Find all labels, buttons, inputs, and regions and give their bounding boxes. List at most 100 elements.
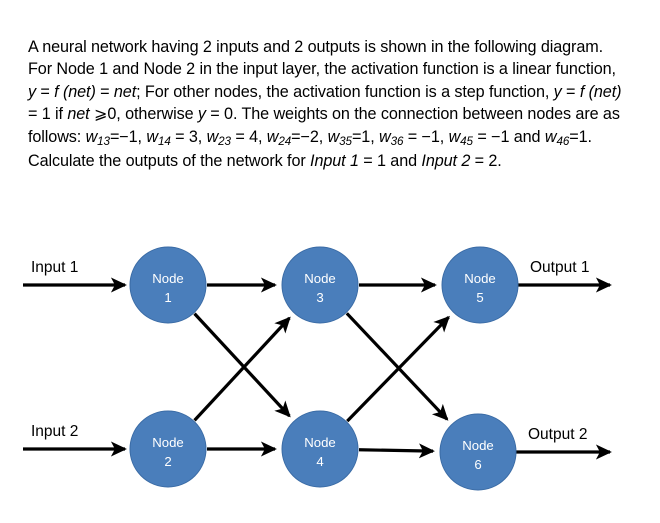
weight-symbol: w bbox=[379, 127, 391, 146]
weight-symbol: w bbox=[327, 127, 340, 146]
node-2-word: Node bbox=[152, 435, 184, 450]
var-y-2: y bbox=[553, 82, 562, 101]
edge-4-to-6 bbox=[358, 443, 435, 459]
edge-1-to-4 bbox=[193, 312, 291, 418]
eq-1: = bbox=[36, 82, 55, 101]
node-2-circle bbox=[129, 410, 207, 488]
weight-value: = 3, bbox=[170, 127, 203, 146]
weight-symbol: w bbox=[448, 127, 461, 146]
var-net-1: (net) bbox=[58, 82, 96, 101]
input-2-ref: Input 2 bbox=[421, 152, 471, 171]
edges-layer bbox=[193, 277, 450, 459]
weight-value: =1. bbox=[569, 127, 592, 146]
io-labels-layer: Input 1 Input 2 Output 1 Output 2 bbox=[31, 259, 589, 443]
input-1-ref: Input 1 bbox=[310, 152, 359, 171]
output-1-label: Output 1 bbox=[530, 259, 589, 276]
var-net-2: net bbox=[113, 82, 137, 101]
weight-term: w23 = 4, bbox=[206, 127, 263, 149]
node-4-word: Node bbox=[304, 435, 336, 450]
node-2-number: 2 bbox=[164, 454, 171, 469]
problem-line-5-text: otherwise bbox=[125, 105, 198, 124]
node-6[interactable]: Node 6 bbox=[439, 413, 517, 491]
node-4-number: 4 bbox=[316, 454, 323, 469]
output-2-label: Output 2 bbox=[528, 426, 587, 443]
edge-4-to-5 bbox=[346, 315, 450, 423]
var-y-3: y bbox=[197, 105, 206, 124]
node-3-circle bbox=[281, 246, 359, 324]
problem-line-5-tail: = 0. The weights on the connection betwe… bbox=[205, 105, 620, 124]
node-1-number: 1 bbox=[164, 290, 171, 305]
problem-line-1: A neural network having 2 inputs and 2 o… bbox=[28, 38, 470, 56]
input-2-label: Input 2 bbox=[31, 423, 78, 440]
problem-line-2: following diagram. For Node 1 and Node 2… bbox=[28, 38, 604, 79]
weight-subscript: 24 bbox=[278, 135, 292, 149]
problem-line-3-text: activation function is a linear function… bbox=[350, 60, 616, 79]
eq-4: = 1 if bbox=[28, 105, 68, 124]
problem-statement: A neural network having 2 inputs and 2 o… bbox=[28, 36, 628, 172]
input-1-label: Input 1 bbox=[31, 259, 78, 276]
weight-subscript: 45 bbox=[460, 135, 473, 149]
weight-value: =−2, bbox=[291, 127, 324, 146]
node-1-circle bbox=[129, 246, 207, 324]
weights-prefix: follows: bbox=[28, 127, 86, 146]
node-1[interactable]: Node 1 bbox=[129, 246, 207, 324]
problem-line-8: 2. bbox=[488, 152, 502, 171]
var-f-2: f bbox=[579, 82, 585, 101]
weight-value: =−1, bbox=[109, 127, 142, 146]
weight-subscript: 13 bbox=[97, 135, 110, 149]
weight-subscript: 46 bbox=[556, 135, 570, 149]
node-3-number: 3 bbox=[316, 290, 323, 305]
problem-line-7-mid: = 1 and bbox=[358, 152, 422, 171]
io-arrows-layer bbox=[23, 277, 612, 460]
node-6-circle bbox=[439, 413, 517, 491]
problem-line-7-tail: Calculate the outputs of the network for bbox=[28, 152, 311, 171]
weight-value: =1, bbox=[351, 127, 375, 146]
node-4-circle bbox=[281, 410, 359, 488]
weight-term: w14 = 3, bbox=[146, 127, 203, 149]
weight-subscript: 23 bbox=[218, 135, 231, 149]
node-6-number: 6 bbox=[474, 457, 481, 472]
weight-symbol: w bbox=[206, 127, 219, 146]
weight-subscript: 36 bbox=[390, 135, 404, 149]
node-5-word: Node bbox=[464, 271, 496, 286]
var-f-1: f bbox=[54, 82, 59, 101]
node-4[interactable]: Node 4 bbox=[281, 410, 359, 488]
edge-3-to-6 bbox=[345, 312, 449, 421]
weight-value: = −1 and bbox=[472, 127, 541, 146]
var-y-1: y bbox=[28, 82, 36, 101]
weight-term: w24=−2, bbox=[266, 127, 324, 149]
node-3[interactable]: Node 3 bbox=[281, 246, 359, 324]
edge-2-to-3 bbox=[193, 316, 291, 422]
node-5-number: 5 bbox=[476, 290, 483, 305]
weight-symbol: w bbox=[266, 127, 279, 146]
ge-condition: ⩾0, bbox=[89, 105, 121, 124]
node-6-word: Node bbox=[462, 438, 494, 453]
var-net-4: net bbox=[67, 105, 90, 124]
weight-term: w35=1, bbox=[327, 127, 375, 149]
node-5-circle bbox=[441, 246, 519, 324]
weight-symbol: w bbox=[146, 127, 158, 146]
node-1-word: Node bbox=[152, 271, 184, 286]
eq-3: = bbox=[561, 82, 580, 101]
weight-value: = 4, bbox=[230, 127, 263, 146]
problem-line-3-tail: ; For other nodes, bbox=[136, 82, 263, 101]
weight-term: w45 = −1 and bbox=[448, 127, 541, 149]
node-2[interactable]: Node 2 bbox=[129, 410, 207, 488]
weight-term: w46=1. bbox=[544, 127, 592, 149]
weight-symbol: w bbox=[85, 127, 98, 146]
node-5[interactable]: Node 5 bbox=[441, 246, 519, 324]
weight-symbol: w bbox=[544, 127, 557, 146]
weights-list: w13=−1, w14 = 3, w23 = 4, w24=−2, w35=1,… bbox=[85, 127, 592, 149]
problem-line-4-text: the activation function is a step functi… bbox=[266, 82, 554, 101]
var-net-3: (net) bbox=[584, 82, 622, 101]
weight-value: = −1, bbox=[403, 127, 445, 146]
weight-term: w36 = −1, bbox=[379, 127, 445, 149]
weight-subscript: 14 bbox=[157, 135, 171, 149]
weight-subscript: 35 bbox=[339, 135, 352, 149]
weight-term: w13=−1, bbox=[85, 127, 142, 149]
problem-line-7-end: = bbox=[470, 152, 484, 171]
node-3-word: Node bbox=[304, 271, 336, 286]
eq-2: = bbox=[95, 82, 114, 101]
